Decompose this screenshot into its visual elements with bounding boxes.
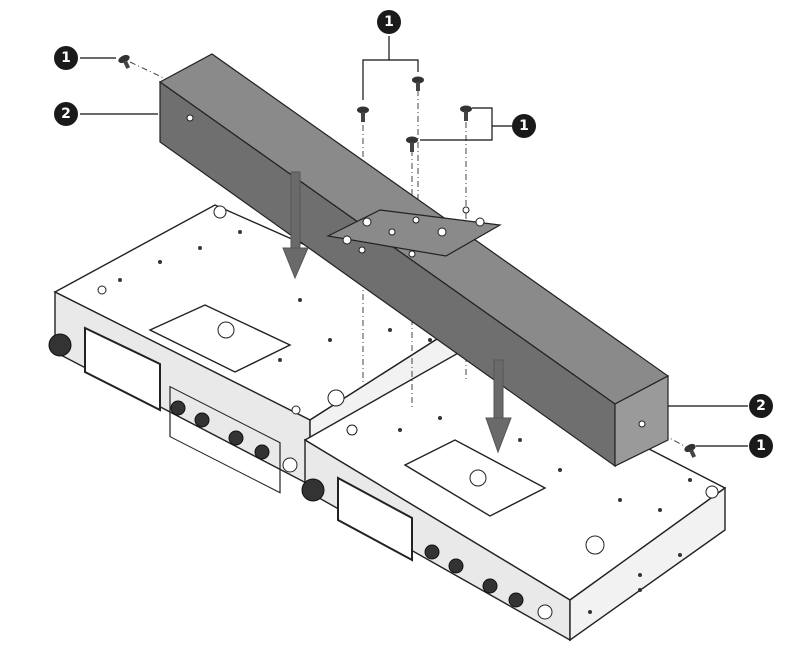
- callout-bracket-left: 2: [54, 102, 78, 126]
- callout-screw-right: 1: [512, 114, 536, 138]
- svg-text:1: 1: [519, 118, 529, 134]
- svg-text:1: 1: [384, 14, 394, 30]
- left-volume-knob: [48, 333, 72, 357]
- left-display: [84, 326, 161, 412]
- svg-text:2: 2: [756, 398, 766, 414]
- callout-screw-top: 1: [377, 10, 401, 34]
- callout-screw-top-left: 1: [54, 46, 78, 70]
- screw-icon: [412, 76, 424, 91]
- right-volume-knob: [301, 478, 325, 502]
- down-arrow-left: [282, 171, 309, 280]
- down-arrow-right: [485, 359, 512, 454]
- svg-text:1: 1: [756, 438, 766, 454]
- callout-screw-bottom-right: 1: [749, 434, 773, 458]
- screw-icon: [460, 105, 472, 121]
- screw-icon: [118, 54, 131, 69]
- right-receiver-unit: [301, 351, 727, 642]
- screw-icon: [406, 136, 418, 152]
- right-display: [337, 476, 413, 562]
- svg-text:1: 1: [61, 50, 71, 66]
- leader-lines: [80, 36, 748, 447]
- screw-icon: [357, 106, 369, 122]
- callout-bracket-right: 2: [749, 394, 773, 418]
- svg-text:2: 2: [61, 106, 71, 122]
- screw-icon: [684, 443, 697, 458]
